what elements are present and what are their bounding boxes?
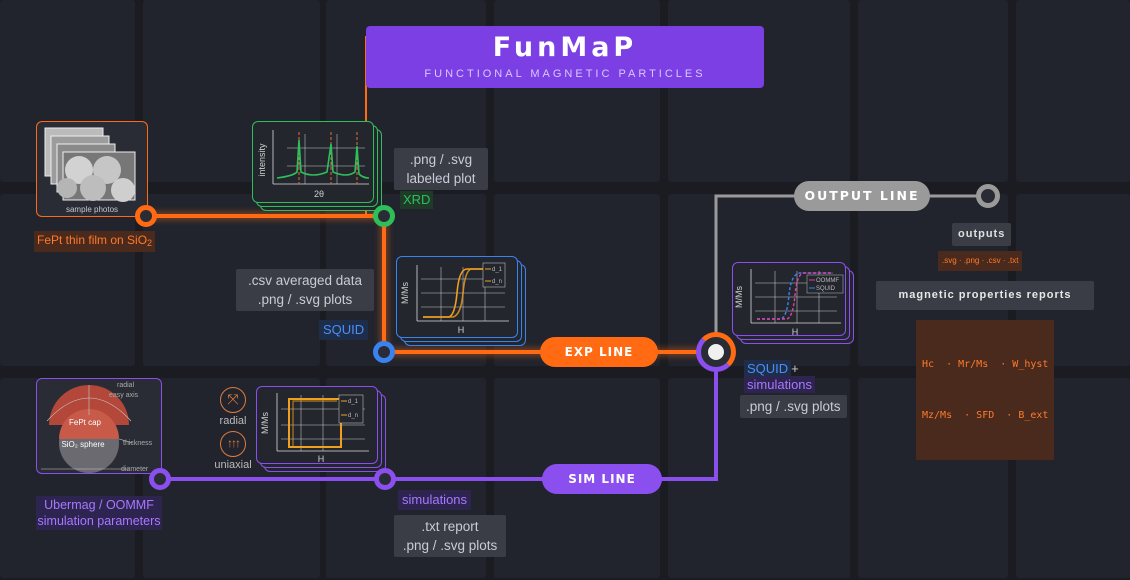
schematic-diameter: diameter xyxy=(121,466,149,473)
schematic-sphere: SiO₂ sphere xyxy=(61,440,105,449)
radial-label: radial xyxy=(219,415,247,427)
sim-hysteresis-plot: d_1 d_n M/Ms H xyxy=(260,393,369,464)
merge-ylabel: M/Ms xyxy=(734,286,744,308)
xrd-label: XRD xyxy=(400,191,434,209)
schematic-radial: radial xyxy=(117,382,135,389)
merge-legend2: SQUID xyxy=(816,286,836,292)
xrd-output-line1: .png / .svg xyxy=(409,152,473,167)
squid-xlabel: H xyxy=(458,325,465,335)
particle-schematic: radial easy axis FePt cap SiO₂ sphere th… xyxy=(41,382,153,473)
xrd-card-front: intensity 2θ xyxy=(252,121,374,203)
merge-xlabel: H xyxy=(792,327,799,337)
reports-heading: magnetic properties reports xyxy=(876,281,1094,310)
sim-output-line1: .txt report xyxy=(421,519,479,534)
squid-output-line1: .csv averaged data xyxy=(247,273,363,288)
merge-label: SQUID+ simulations xyxy=(744,360,816,393)
sim-line-pill[interactable]: SIM LINE xyxy=(542,464,662,494)
squid-output-label: .csv averaged data .png / .svg plots xyxy=(236,269,374,311)
sim-output-line2: .png / .svg plots xyxy=(402,538,498,553)
sim-legend1: d_1 xyxy=(348,399,359,405)
sample-label-subscript: 2 xyxy=(147,238,153,248)
merge-label-sim: simulations xyxy=(744,376,816,393)
sem-photo-stack xyxy=(44,127,136,202)
schematic-cap: FePt cap xyxy=(69,418,102,427)
properties-list: Hc · Mr/Ms · W_hyst Mz/Ms · SFD · B_ext xyxy=(916,320,1055,460)
merge-node[interactable] xyxy=(696,332,736,372)
xrd-output-line2: labeled plot xyxy=(406,171,476,186)
sample-node[interactable] xyxy=(135,205,157,227)
radial-anisotropy[interactable]: ⤧ radial xyxy=(216,387,250,431)
sim-plot-stack[interactable]: d_1 d_n M/Ms H xyxy=(256,386,386,472)
properties-row1: Hc · Mr/Ms · W_hyst xyxy=(922,359,1049,370)
xrd-xlabel: 2θ xyxy=(314,189,324,199)
merge-hysteresis-plot: OOMMF SQUID M/Ms H xyxy=(734,269,844,337)
background-tile xyxy=(0,194,135,366)
merge-card-front: OOMMF SQUID M/Ms H xyxy=(732,262,846,337)
sim-xlabel: H xyxy=(318,454,325,464)
sim-schematic-card[interactable]: radial easy axis FePt cap SiO₂ sphere th… xyxy=(36,378,162,474)
squid-label: SQUID xyxy=(319,320,369,340)
schematic-easy-axis: easy axis xyxy=(109,392,139,399)
output-line-pill[interactable]: OUTPUT LINE xyxy=(794,181,930,211)
uniaxial-arrows-icon: ↑↑↑ xyxy=(220,431,246,457)
background-tile xyxy=(1016,0,1130,182)
squid-node[interactable] xyxy=(373,341,395,363)
sim-params-label: Ubermag / OOMMF simulation parameters xyxy=(36,496,162,530)
merge-node-center xyxy=(708,344,724,360)
sim-node[interactable] xyxy=(374,468,396,490)
xrd-ylabel: intensity xyxy=(257,143,267,177)
squid-card-front: d_1 d_n M/Ms H xyxy=(396,256,518,338)
outputs-heading: outputs xyxy=(952,223,1012,246)
sim-line-path xyxy=(160,352,718,481)
sim-params-line1: Ubermag / OOMMF xyxy=(44,498,154,512)
sample-label-text: FePt thin film on SiO xyxy=(37,233,148,247)
sim-ylabel: M/Ms xyxy=(260,412,270,434)
xrd-node[interactable] xyxy=(373,205,395,227)
simulations-label: simulations xyxy=(398,490,472,510)
xrd-plot-stack[interactable]: intensity 2θ xyxy=(252,121,382,211)
merge-legend1: OOMMF xyxy=(816,278,839,284)
squid-legend1: d_1 xyxy=(492,267,503,273)
background-tile xyxy=(858,0,1008,182)
app-subtitle: FUNCTIONAL MAGNETIC PARTICLES xyxy=(424,68,706,80)
merge-output-label: .png / .svg plots xyxy=(740,395,847,418)
output-node[interactable] xyxy=(976,184,1000,208)
squid-plot-stack[interactable]: d_1 d_n M/Ms H xyxy=(396,256,526,346)
app-title: FunMaP xyxy=(492,32,638,63)
outputs-formats: .svg · .png · .csv · .txt xyxy=(938,251,1023,271)
sim-legend2: d_n xyxy=(348,413,358,419)
uniaxial-anisotropy[interactable]: ↑↑↑ uniaxial xyxy=(214,431,252,475)
sim-card-front: d_1 d_n M/Ms H xyxy=(256,386,378,464)
exp-line-pill[interactable]: EXP LINE xyxy=(540,337,658,367)
xrd-plot: intensity 2θ xyxy=(257,130,370,199)
schematic-thickness: thickness xyxy=(123,440,153,447)
title-banner: FunMaP FUNCTIONAL MAGNETIC PARTICLES xyxy=(366,26,764,88)
squid-ylabel: M/Ms xyxy=(400,282,410,304)
radial-arrows-icon: ⤧ xyxy=(220,387,246,413)
sample-photos-caption: sample photos xyxy=(65,205,119,214)
xrd-output-label: .png / .svg labeled plot xyxy=(394,148,488,190)
sim-output-label: .txt report .png / .svg plots xyxy=(394,515,506,557)
sample-photos-card[interactable]: sample photos xyxy=(36,121,148,217)
merge-label-squid: SQUID xyxy=(744,360,792,377)
sim-params-line2: simulation parameters xyxy=(37,514,161,528)
merge-label-plus: + xyxy=(791,361,799,376)
properties-row2: Mz/Ms · SFD · B_ext xyxy=(922,410,1049,421)
sample-label: FePt thin film on SiO2 xyxy=(34,231,156,252)
uniaxial-label: uniaxial xyxy=(214,459,252,471)
squid-output-line2: .png / .svg plots xyxy=(257,292,353,307)
merge-plot-stack[interactable]: OOMMF SQUID M/Ms H xyxy=(732,262,854,344)
sim-params-node[interactable] xyxy=(149,468,171,490)
squid-legend2: d_n xyxy=(492,279,502,285)
squid-hysteresis-plot: d_1 d_n M/Ms H xyxy=(400,262,509,335)
